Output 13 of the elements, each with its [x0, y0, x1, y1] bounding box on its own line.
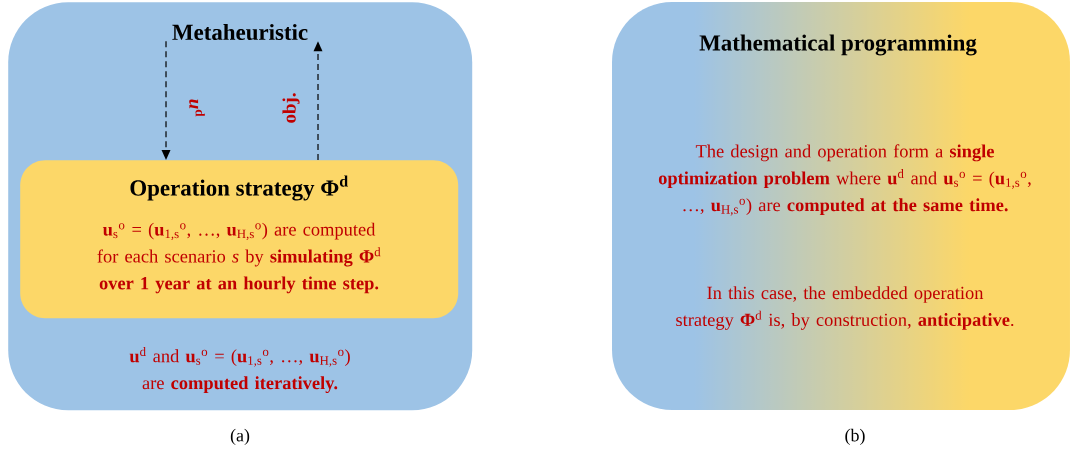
heading: Metaheuristic — [172, 23, 308, 41]
description: u$^{d}$ and u$_{s}$$^{o}$ = (u$_{1,s}$$^{o}$, …, u$_{H,s}$$^{o}$) are computed iteratively. — [129, 346, 350, 394]
edge-label: u$^{d}$ — [189, 99, 205, 117]
description: The design and operation form a single optimization problem where u$^{d}$ and u$_{s}$$^{o}$ = (u$_{1,s}$$^{o}$, …, u$_{H,s}$$^{o}$) are computed at the same time. — [658, 144, 1031, 216]
heading: Operation strategy Φ$^{d}$ — [130, 175, 348, 201]
arrow — [313, 41, 323, 161]
panel-caption: (b) — [845, 428, 865, 446]
description: In this case, the embedded operation strategy Φ$^{d}$ is, by construction, anticipative. — [676, 286, 1014, 330]
description: u$_{s}$$^{o}$ = (u$_{1,s}$$^{o}$, …, u$_{H,s}$$^{o}$) are computed for each scenario s by simulating Φ$^{d}$ over 1 year at an hourly time step. — [97, 222, 381, 294]
arrow — [161, 40, 171, 160]
edge-label: obj. — [282, 93, 300, 123]
heading: Mathematical programming — [699, 34, 977, 56]
panel-caption: (a) — [230, 428, 250, 446]
